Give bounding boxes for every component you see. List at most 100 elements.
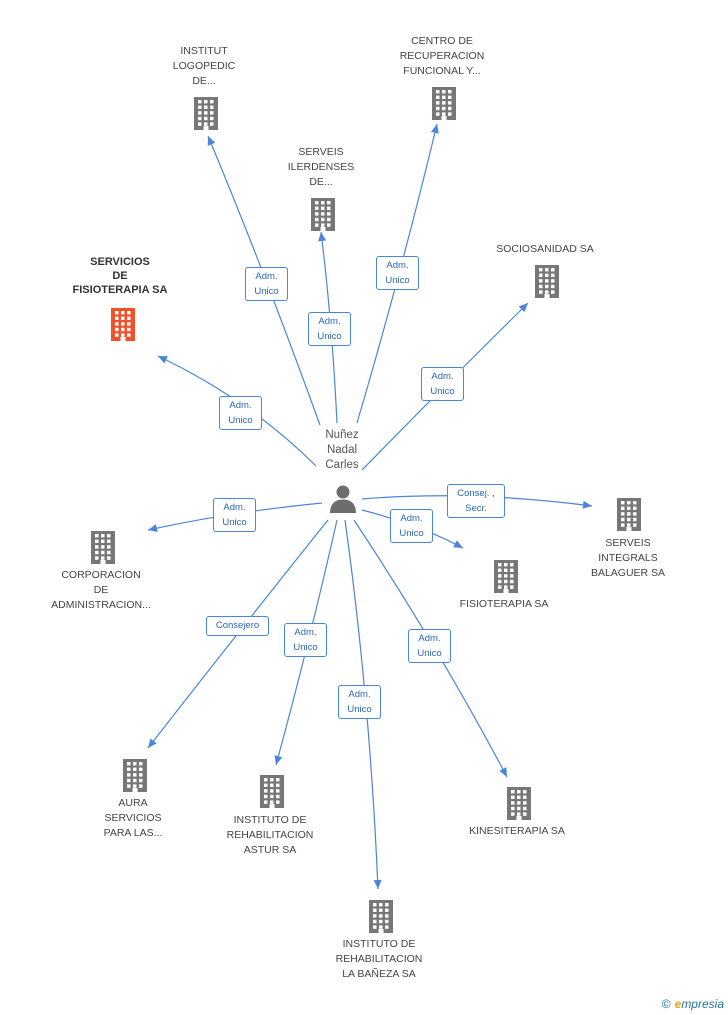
arrowhead-serveis-integrals	[582, 500, 592, 509]
role-label-serveis-integrals[interactable]: Consej. , Secr.	[447, 484, 505, 518]
role-label-fisioterapia[interactable]: Adm.Unico	[390, 509, 433, 543]
company-label[interactable]: SOCIOSANIDAD SA	[480, 242, 610, 257]
company-label-line: SERVEIS	[298, 146, 344, 158]
company-label[interactable]: KINESITERAPIA SA	[452, 824, 582, 839]
role-label-line: Adm.	[255, 271, 278, 282]
role-label-line: Adm.	[348, 689, 371, 700]
arrowhead-servicios-fisioterapia	[158, 356, 168, 364]
company-label-line: DE	[112, 270, 128, 282]
company-label-line: RECUPERACION	[399, 50, 485, 62]
arrowhead-kinesiterapia	[499, 767, 507, 777]
role-label-line: Unico	[430, 386, 455, 397]
company-label[interactable]: INSTITUTO DE REHABILITACION LA BAÑEZA SA	[314, 937, 444, 982]
company-label-line: INSTITUTO DE	[342, 938, 416, 950]
company-label-line: DE...	[309, 176, 333, 188]
company-label-line: INSTITUTO DE	[233, 814, 307, 826]
company-label-line: PARA LAS...	[103, 827, 163, 839]
arrowhead-fisioterapia	[453, 540, 463, 548]
role-label-line: Unico	[347, 704, 372, 715]
company-label[interactable]: SERVEIS INTEGRALS BALAGUER SA	[563, 536, 693, 581]
role-label-line: Adm.	[294, 627, 317, 638]
person-name[interactable]: Nuñez Nadal Carles	[302, 428, 382, 473]
company-label-line: DE...	[192, 75, 216, 87]
company-label-line: CORPORACION	[61, 569, 141, 581]
arrowhead-corporacion-administracion	[148, 524, 158, 532]
building-icon[interactable]	[613, 497, 645, 531]
role-label-line: Adm.	[223, 502, 246, 513]
arrowhead-centro-recuperacion	[431, 124, 439, 134]
role-label-line: Unico	[317, 331, 342, 342]
copyright-symbol: ©	[661, 997, 671, 1011]
building-icon[interactable]	[365, 899, 397, 933]
building-icon[interactable]	[531, 264, 563, 298]
arrowhead-institut-logopedic	[207, 136, 216, 146]
company-label[interactable]: CENTRO DE RECUPERACION FUNCIONAL Y...	[377, 34, 507, 79]
person-icon[interactable]	[326, 482, 360, 516]
building-icon[interactable]	[119, 758, 151, 792]
company-label-line: FISIOTERAPIA SA	[72, 284, 168, 296]
building-icon[interactable]	[503, 786, 535, 820]
company-label-line: CENTRO DE	[411, 35, 473, 47]
building-icon[interactable]	[428, 86, 460, 120]
company-label-line: INTEGRALS	[598, 552, 658, 564]
role-label-line: Unico	[417, 648, 442, 659]
company-label-line: KINESITERAPIA SA	[469, 825, 565, 837]
role-label-centro-recuperacion[interactable]: Adm.Unico	[376, 256, 419, 290]
role-label-corporacion-administracion[interactable]: Adm.Unico	[213, 498, 256, 532]
role-label-line: Unico	[228, 415, 253, 426]
role-label-line: Adm.	[400, 513, 423, 524]
person-name-line: Nuñez	[325, 429, 359, 441]
company-label-line: BALAGUER SA	[590, 567, 666, 579]
company-label-line: LOGOPEDIC	[172, 60, 236, 72]
brand-name: mpresia	[681, 997, 724, 1011]
role-label-line: Unico	[254, 286, 279, 297]
arrowhead-serveis-ilerdenses	[318, 232, 327, 242]
role-label-line: Adm.	[229, 400, 252, 411]
company-label[interactable]: SERVEIS ILERDENSES DE...	[256, 145, 386, 190]
role-label-servicios-fisioterapia[interactable]: Adm. Unico	[219, 396, 262, 430]
brand-initial: e	[674, 997, 682, 1011]
company-label[interactable]: FISIOTERAPIA SA	[439, 597, 569, 612]
company-label-line: SERVICIOS	[104, 812, 162, 824]
arrowhead-instituto-astur	[274, 755, 283, 765]
role-label-instituto-astur[interactable]: Adm. Unico	[284, 623, 327, 657]
role-label-sociosanidad[interactable]: Adm. Unico	[421, 367, 464, 401]
role-label-line: Consej. ,	[457, 488, 495, 499]
role-label-line: Consejero	[215, 620, 260, 631]
company-label-line: SOCIOSANIDAD SA	[496, 243, 594, 255]
role-label-line: Unico	[293, 642, 318, 653]
building-icon[interactable]	[307, 197, 339, 231]
role-label-aura-servicios[interactable]: Consejero	[206, 616, 269, 636]
arrowhead-instituto-baneza	[373, 879, 382, 889]
person-name-line: Carles	[325, 459, 359, 471]
role-label-instituto-baneza[interactable]: Adm. Unico	[338, 685, 381, 719]
role-label-kinesiterapia[interactable]: Adm. Unico	[408, 629, 451, 663]
company-label-line: ILERDENSES	[287, 161, 355, 173]
company-label-line: REHABILITACION	[335, 953, 423, 965]
company-label-line: ASTUR SA	[243, 844, 297, 856]
person-name-line: Nadal	[326, 444, 358, 456]
building-icon[interactable]	[490, 559, 522, 593]
company-label-line: FUNCIONAL Y...	[403, 65, 481, 77]
building-icon[interactable]	[256, 774, 288, 808]
arrowhead-sociosanidad	[518, 303, 528, 313]
company-label-line: LA BAÑEZA SA	[342, 968, 416, 980]
role-label-serveis-ilerdenses[interactable]: Adm.Unico	[308, 312, 351, 346]
role-label-line: Secr.	[465, 503, 487, 514]
building-icon[interactable]	[87, 530, 119, 564]
company-label-line: ADMINISTRACION...	[51, 599, 151, 611]
brand-logo: ©empresia	[662, 997, 724, 1011]
role-label-line: Adm.	[418, 633, 441, 644]
company-label-line: FISIOTERAPIA SA	[459, 598, 549, 610]
role-label-line: Adm.	[431, 371, 454, 382]
arrowhead-aura-servicios	[148, 738, 157, 748]
building-icon[interactable]	[107, 307, 139, 341]
role-label-institut-logopedic[interactable]: Adm. Unico	[245, 267, 288, 301]
building-icon[interactable]	[190, 96, 222, 130]
company-label-line: SERVEIS	[605, 537, 651, 549]
